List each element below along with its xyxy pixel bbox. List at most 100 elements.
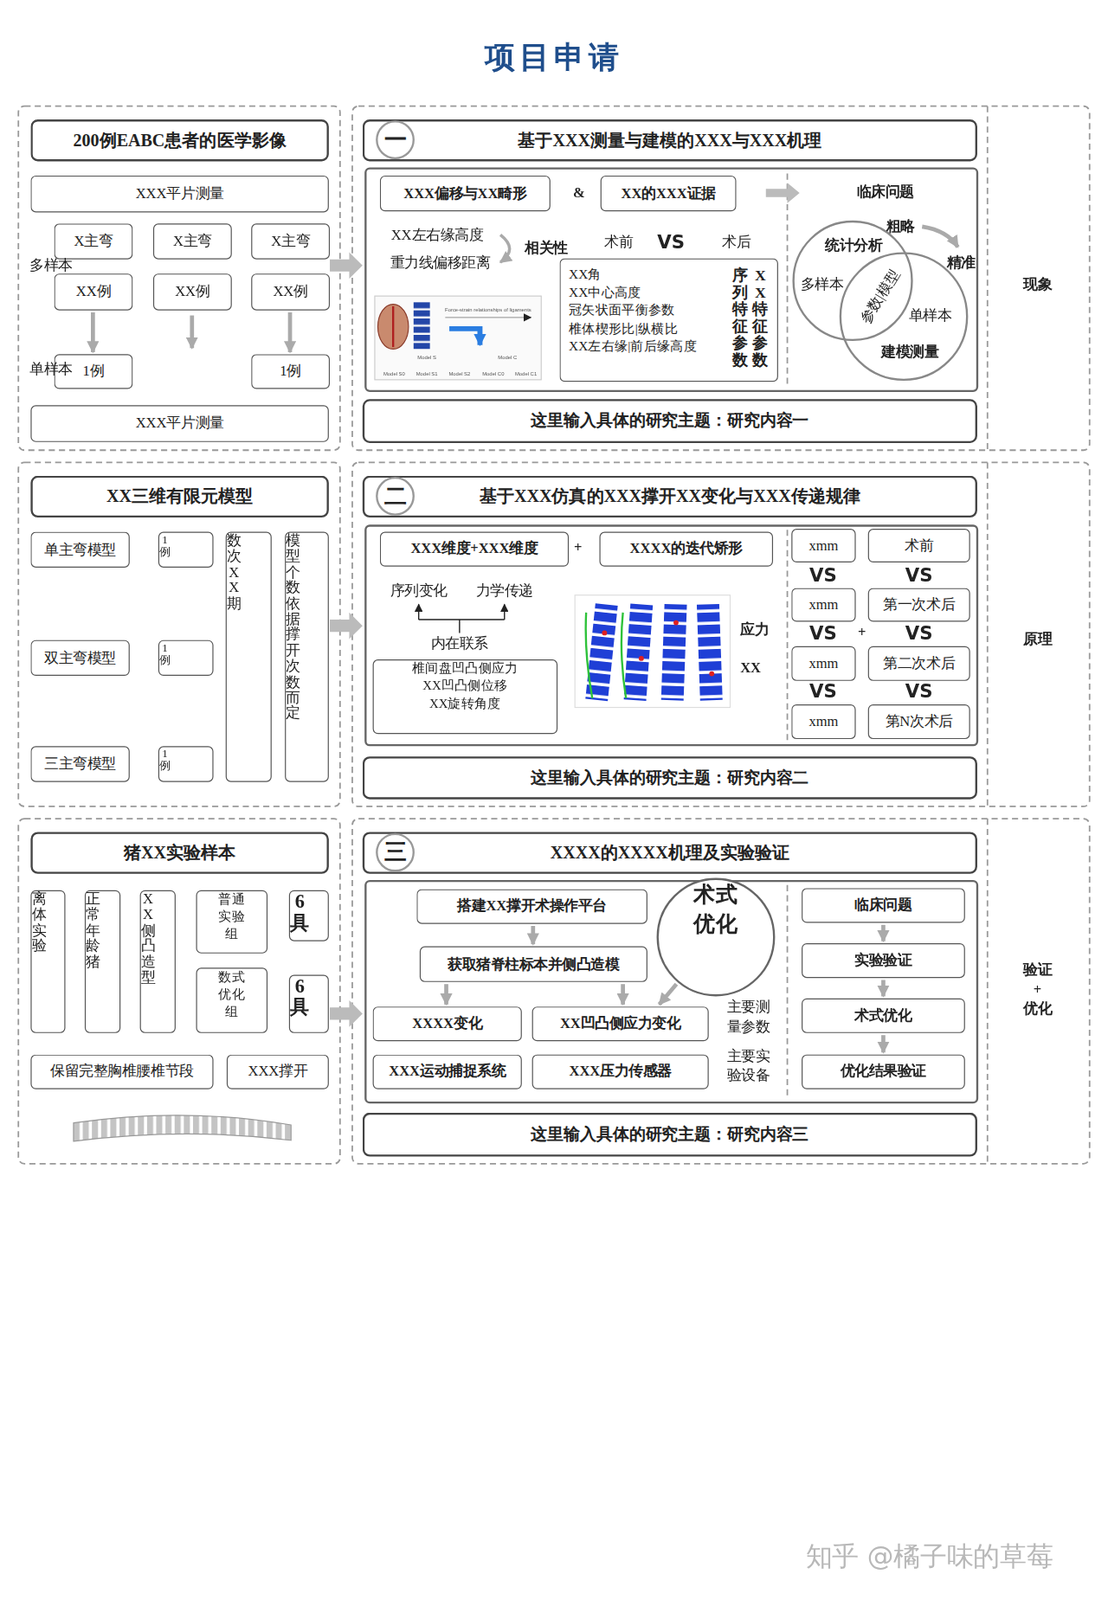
process-box: XX例	[251, 273, 330, 310]
process-box: XX凹凸侧应力变化	[532, 1006, 709, 1042]
process-box: XXX维度+XXX维度	[380, 532, 569, 567]
node-text: 单主弯模型	[44, 541, 116, 560]
node-text: 实验验证	[854, 951, 912, 970]
topic-box: 这里输入具体的研究主题：研究内容三	[362, 1113, 978, 1158]
process-box: xmm	[791, 704, 856, 740]
text-label: 粗略	[886, 217, 915, 236]
text-label: Force-strain relationships of ligaments	[444, 306, 532, 313]
flow-connector	[620, 984, 625, 1005]
header-box: XX三维有限元模型	[30, 476, 329, 518]
stress-dot	[601, 630, 607, 636]
inner-frame	[365, 526, 978, 747]
stress-dot	[708, 671, 715, 677]
node-text: xmm	[808, 597, 838, 614]
process-box: 1例	[251, 354, 330, 389]
node-text: 序列特征参数	[732, 267, 748, 369]
dashed-divider	[986, 818, 989, 1165]
process-box: 椎间盘凹凸侧应力 XX凹凸侧位移 XX旋转角度	[373, 659, 559, 735]
spine-column	[624, 604, 654, 702]
number-circle: 三	[375, 833, 415, 873]
process-box: 正常年龄猪	[84, 890, 121, 1034]
process-box: xmm	[791, 528, 856, 563]
text-label: VS	[809, 680, 838, 703]
node-text: XXXX变化	[412, 1015, 483, 1034]
dashed-divider	[786, 885, 789, 1100]
process-box: X主弯	[54, 223, 134, 259]
node-text: 正常年龄猪	[85, 891, 101, 971]
text-label: 力学传递	[476, 581, 534, 600]
node-text: 基于XXX仿真的XXX撑开XX变化与XXX传递规律	[479, 484, 861, 509]
node-text: XX例	[174, 283, 210, 302]
process-box: 第二次术后	[868, 646, 971, 682]
header-box: XXXX的XXXX机理及实验验证三	[362, 831, 978, 874]
header-box: 基于XXX仿真的XXX撑开XX变化与XXX传递规律 二	[362, 476, 978, 518]
text-label: VS	[905, 564, 934, 587]
text-label: 术后	[721, 233, 751, 252]
spine-column	[661, 604, 688, 702]
node-text: XX角 XX中心高度 冠矢状面平衡参数 椎体楔形比|纵横比 XX左右缘|前后缘高…	[568, 265, 733, 356]
text-label: 参数|模型	[856, 266, 905, 328]
node-text: 模型个数依据撑开次数而定	[285, 533, 301, 722]
inner-frame	[365, 168, 978, 392]
spine-model	[413, 302, 431, 349]
text-label: 术前	[604, 233, 633, 252]
flow-connector	[288, 312, 293, 353]
text-label: Model S0	[383, 370, 406, 377]
text-label: 原理	[1023, 631, 1052, 650]
node-text: X主弯	[270, 231, 310, 251]
node-text: 这里输入具体的研究主题：研究内容二	[530, 767, 809, 790]
node-text: 三	[384, 837, 407, 868]
process-box: XXX撑开	[226, 1055, 329, 1090]
process-box: XXX运动捕捉系统	[373, 1055, 522, 1090]
pig-spine-figure	[73, 1115, 291, 1142]
spine-model	[624, 604, 654, 702]
text-label: VS	[657, 231, 685, 253]
node-text: 普通 实验 组	[197, 891, 267, 944]
node-text: X主弯	[73, 231, 113, 251]
node-text: 这里输入具体的研究主题：研究内容三	[530, 1124, 809, 1147]
text-label: 序列变化	[390, 581, 448, 600]
node-text: 二	[384, 481, 407, 512]
node-text: XX例	[76, 283, 111, 302]
dashed-panel	[352, 818, 1090, 1165]
flow-connector	[881, 925, 886, 942]
node-text: XX特征参数	[752, 267, 768, 369]
process-box: X主弯	[153, 223, 232, 259]
process-box: XX侧凸造型	[140, 890, 176, 1034]
node-text: 1例	[159, 747, 171, 774]
node-text: 6具	[289, 976, 310, 1019]
node-text: XXX偏移与XX畸形	[403, 184, 527, 203]
method-circle: 术式 优化	[657, 878, 776, 998]
node-text: 第二次术后	[882, 654, 955, 673]
node-text: 术前	[904, 536, 934, 555]
node-text: 获取猪脊柱标本并侧凸造模	[447, 955, 619, 974]
process-box: XXX平片测量	[30, 405, 329, 442]
node-text: XX凹凸侧应力变化	[560, 1015, 681, 1034]
bracket-arrow	[418, 604, 419, 620]
text-label: Model C	[497, 354, 517, 361]
process-box: XXX偏移与XX畸形	[380, 175, 551, 212]
text-label: 多样本	[29, 257, 45, 274]
flow-arrow	[766, 182, 800, 204]
node-text: 一	[384, 124, 407, 155]
process-box: 术式优化	[801, 998, 966, 1034]
node-text: 200例EABC患者的医学影像	[72, 128, 286, 153]
text-label: Model S1	[416, 370, 439, 377]
text-label: 现象	[1023, 276, 1052, 295]
node-text: XXXX的迭代矫形	[630, 540, 743, 559]
stress-dot	[673, 620, 679, 626]
text-label: Model S2	[448, 370, 471, 377]
node-text: XXX运动捕捉系统	[388, 1062, 506, 1082]
text-label: Model C1	[515, 370, 537, 377]
flow-connector	[530, 926, 535, 945]
text-label: 验证 + 优化	[1006, 961, 1069, 1020]
flow-connector	[444, 984, 449, 1005]
dashed-divider	[986, 462, 989, 807]
node-text: XXX压力传感器	[568, 1062, 671, 1082]
dashed-divider	[786, 173, 789, 387]
process-box: 获取猪脊柱标本并侧凸造模	[419, 946, 648, 983]
leader-line	[444, 316, 531, 318]
spine-model	[661, 604, 688, 702]
text-label: 主要测 量参数	[719, 998, 779, 1038]
